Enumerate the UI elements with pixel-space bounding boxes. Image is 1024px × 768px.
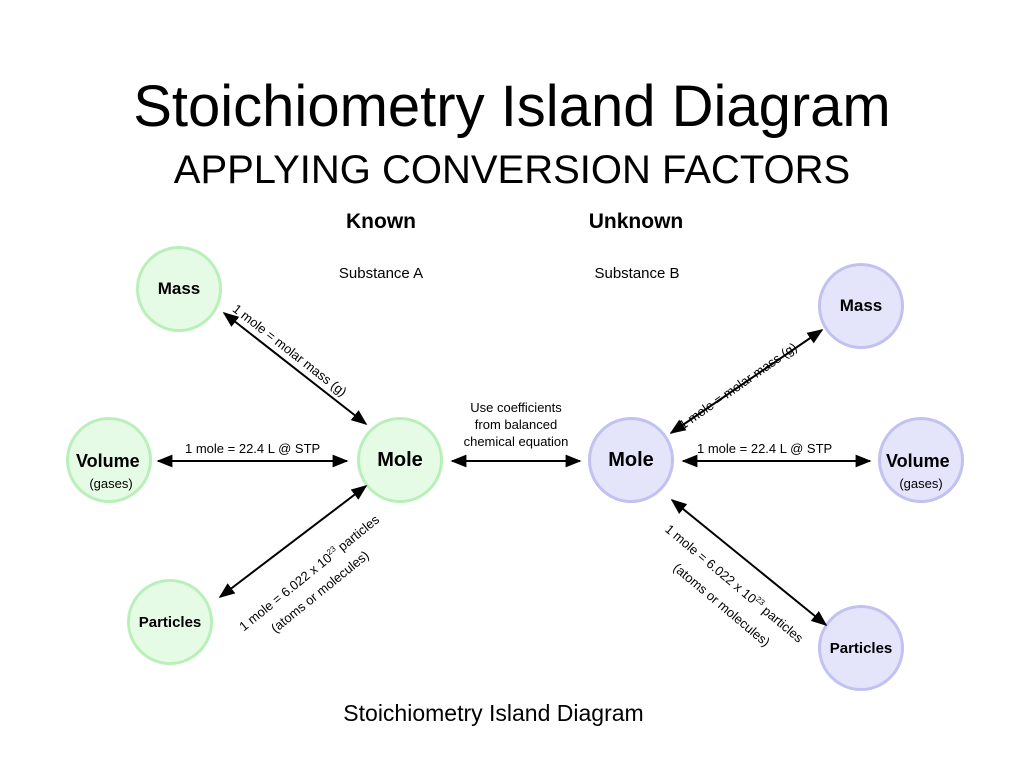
known-mass-island: Mass: [136, 246, 222, 332]
known-mass-mole-arrow: [222, 312, 368, 425]
diagram-title: Stoichiometry Island Diagram: [133, 74, 891, 139]
known-mass-label: Mass: [157, 279, 201, 298]
unknown-gases-label: (gases): [899, 476, 943, 491]
known-mole-island: Mole: [357, 417, 443, 503]
unknown-volume-label: Volume: [886, 451, 950, 471]
unknown-mass-mole-arrow: [669, 329, 824, 434]
known-volume-label: Volume: [76, 451, 140, 471]
unknown-particles-label: Particles: [829, 639, 893, 657]
known-volume-island: [66, 417, 152, 503]
unknown-mole-island: Mole: [588, 417, 674, 503]
substance-b-label: Substance B: [594, 265, 680, 282]
unknown-volume-conversion: 1 mole = 22.4 L @ STP: [697, 441, 833, 456]
unknown-particles-island: Particles: [818, 605, 904, 691]
diagram-subtitle: APPLYING CONVERSION FACTORS: [173, 148, 851, 192]
known-gases-label: (gases): [89, 476, 133, 491]
unknown-mole-label: Mole: [608, 448, 654, 471]
unknown-heading: Unknown: [588, 210, 684, 233]
known-particles-mole-arrow: [218, 485, 368, 598]
unknown-volume-island: [878, 417, 964, 503]
unknown-particles-mole-arrow: [670, 498, 828, 627]
known-heading: Known: [346, 210, 416, 233]
coefficients-note: Use coefficients from balanced chemical …: [463, 400, 569, 449]
substance-a-label: Substance A: [338, 265, 424, 282]
unknown-mass-island: Mass: [818, 263, 904, 349]
known-particles-label: Particles: [138, 613, 202, 631]
known-particles-island: Particles: [127, 579, 213, 665]
unknown-mass-label: Mass: [839, 296, 883, 315]
diagram-caption: Stoichiometry Island Diagram: [343, 700, 644, 726]
known-mole-label: Mole: [377, 448, 423, 471]
known-volume-conversion: 1 mole = 22.4 L @ STP: [185, 441, 321, 456]
